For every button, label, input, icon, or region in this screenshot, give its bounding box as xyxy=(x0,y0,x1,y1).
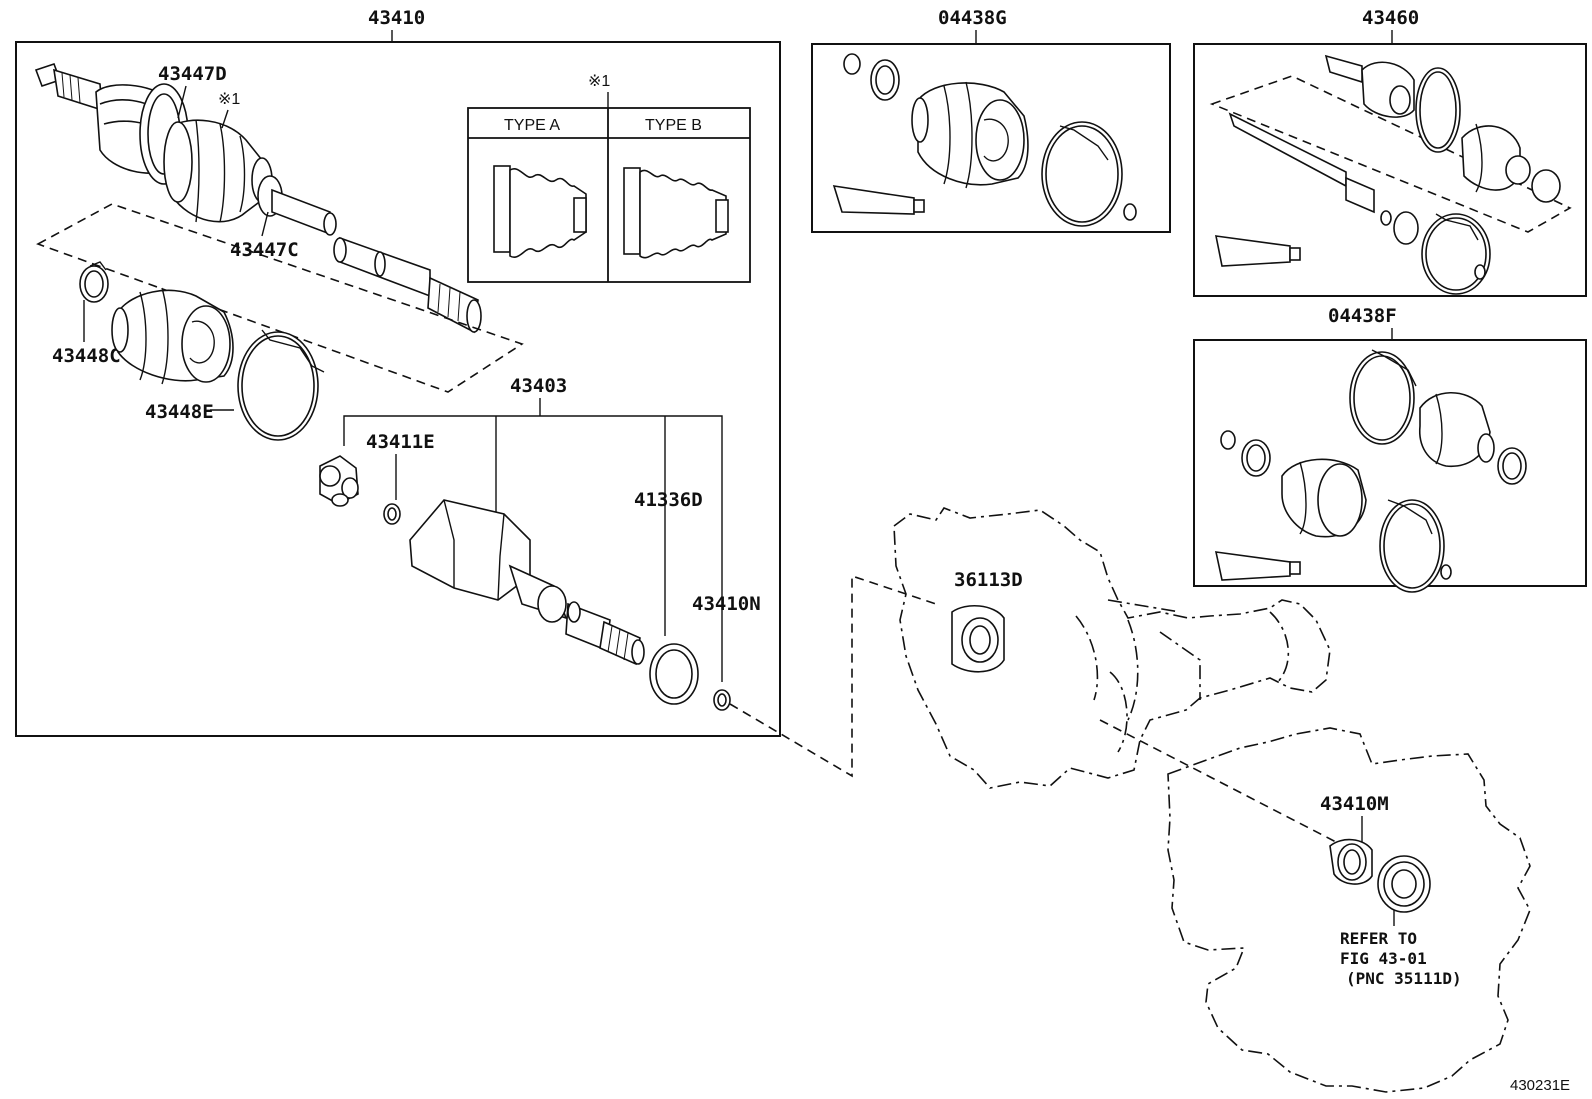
label-43448C: 43448C xyxy=(52,345,121,367)
note-1-marker: ※1 xyxy=(218,91,240,108)
label-43410M: 43410M xyxy=(1320,793,1389,815)
type-b-boot xyxy=(623,167,729,259)
reference-line-3: (PNC 35111D) xyxy=(1346,969,1462,988)
boot-kit-04438G-panel: 04438G xyxy=(811,7,1171,233)
boot-kit-outline xyxy=(36,203,524,393)
tripod-joint xyxy=(319,455,359,507)
bearing-43410M xyxy=(1329,838,1373,885)
oil-seal-35111D xyxy=(1377,855,1431,913)
reference-line-1: REFER TO xyxy=(1340,929,1417,948)
label-43447C: 43447C xyxy=(230,239,299,261)
label-04438G: 04438G xyxy=(938,7,1007,29)
assembly-43460-frame xyxy=(1193,43,1587,297)
boot-outboard xyxy=(111,287,234,385)
oil-seal-41336D xyxy=(649,643,699,705)
label-41336D: 41336D xyxy=(634,489,703,511)
label-36113D: 36113D xyxy=(954,569,1023,591)
label-04438F: 04438F xyxy=(1328,305,1397,327)
label-43410N: 43410N xyxy=(692,593,761,615)
snap-ring-43411E xyxy=(383,503,401,525)
leader-to-bearing-43410M xyxy=(1099,719,1337,843)
assembly-43460-panel: 43460 xyxy=(1193,7,1587,297)
assembly-43410-frame xyxy=(15,41,781,737)
boot-type-inset: ※1 TYPE A TYPE B xyxy=(467,73,751,283)
label-43447D: 43447D xyxy=(158,63,227,85)
assembly-43410-panel: 43410 xyxy=(15,7,781,737)
label-43403: 43403 xyxy=(510,375,567,397)
snap-ring-43410N xyxy=(713,689,731,711)
type-b-header: TYPE B xyxy=(645,117,702,134)
figure-code: 430231E xyxy=(1510,1077,1570,1094)
leader-to-transmission xyxy=(729,574,937,778)
label-43448E: 43448E xyxy=(145,401,214,423)
clamp-43448C xyxy=(79,261,109,303)
type-a-boot xyxy=(493,165,587,259)
bearing-36113D xyxy=(951,605,1005,673)
label-43460: 43460 xyxy=(1362,7,1419,29)
transaxle-housing xyxy=(893,507,1331,789)
boot-kit-04438G-frame xyxy=(811,43,1171,233)
outboard-joint-shaft xyxy=(34,62,482,334)
inboard-joint-housing xyxy=(409,499,645,666)
label-43410: 43410 xyxy=(368,7,425,29)
reference-line-2: FIG 43-01 xyxy=(1340,949,1427,968)
type-a-header: TYPE A xyxy=(504,117,560,134)
transmission-detail-outline xyxy=(1167,727,1531,1093)
boot-kit-04438F-frame xyxy=(1193,339,1587,587)
band-43448E xyxy=(237,329,325,441)
boot-kit-04438F-panel: 04438F xyxy=(1193,305,1587,593)
inset-note-marker: ※1 xyxy=(588,73,610,90)
label-43411E: 43411E xyxy=(366,431,435,453)
